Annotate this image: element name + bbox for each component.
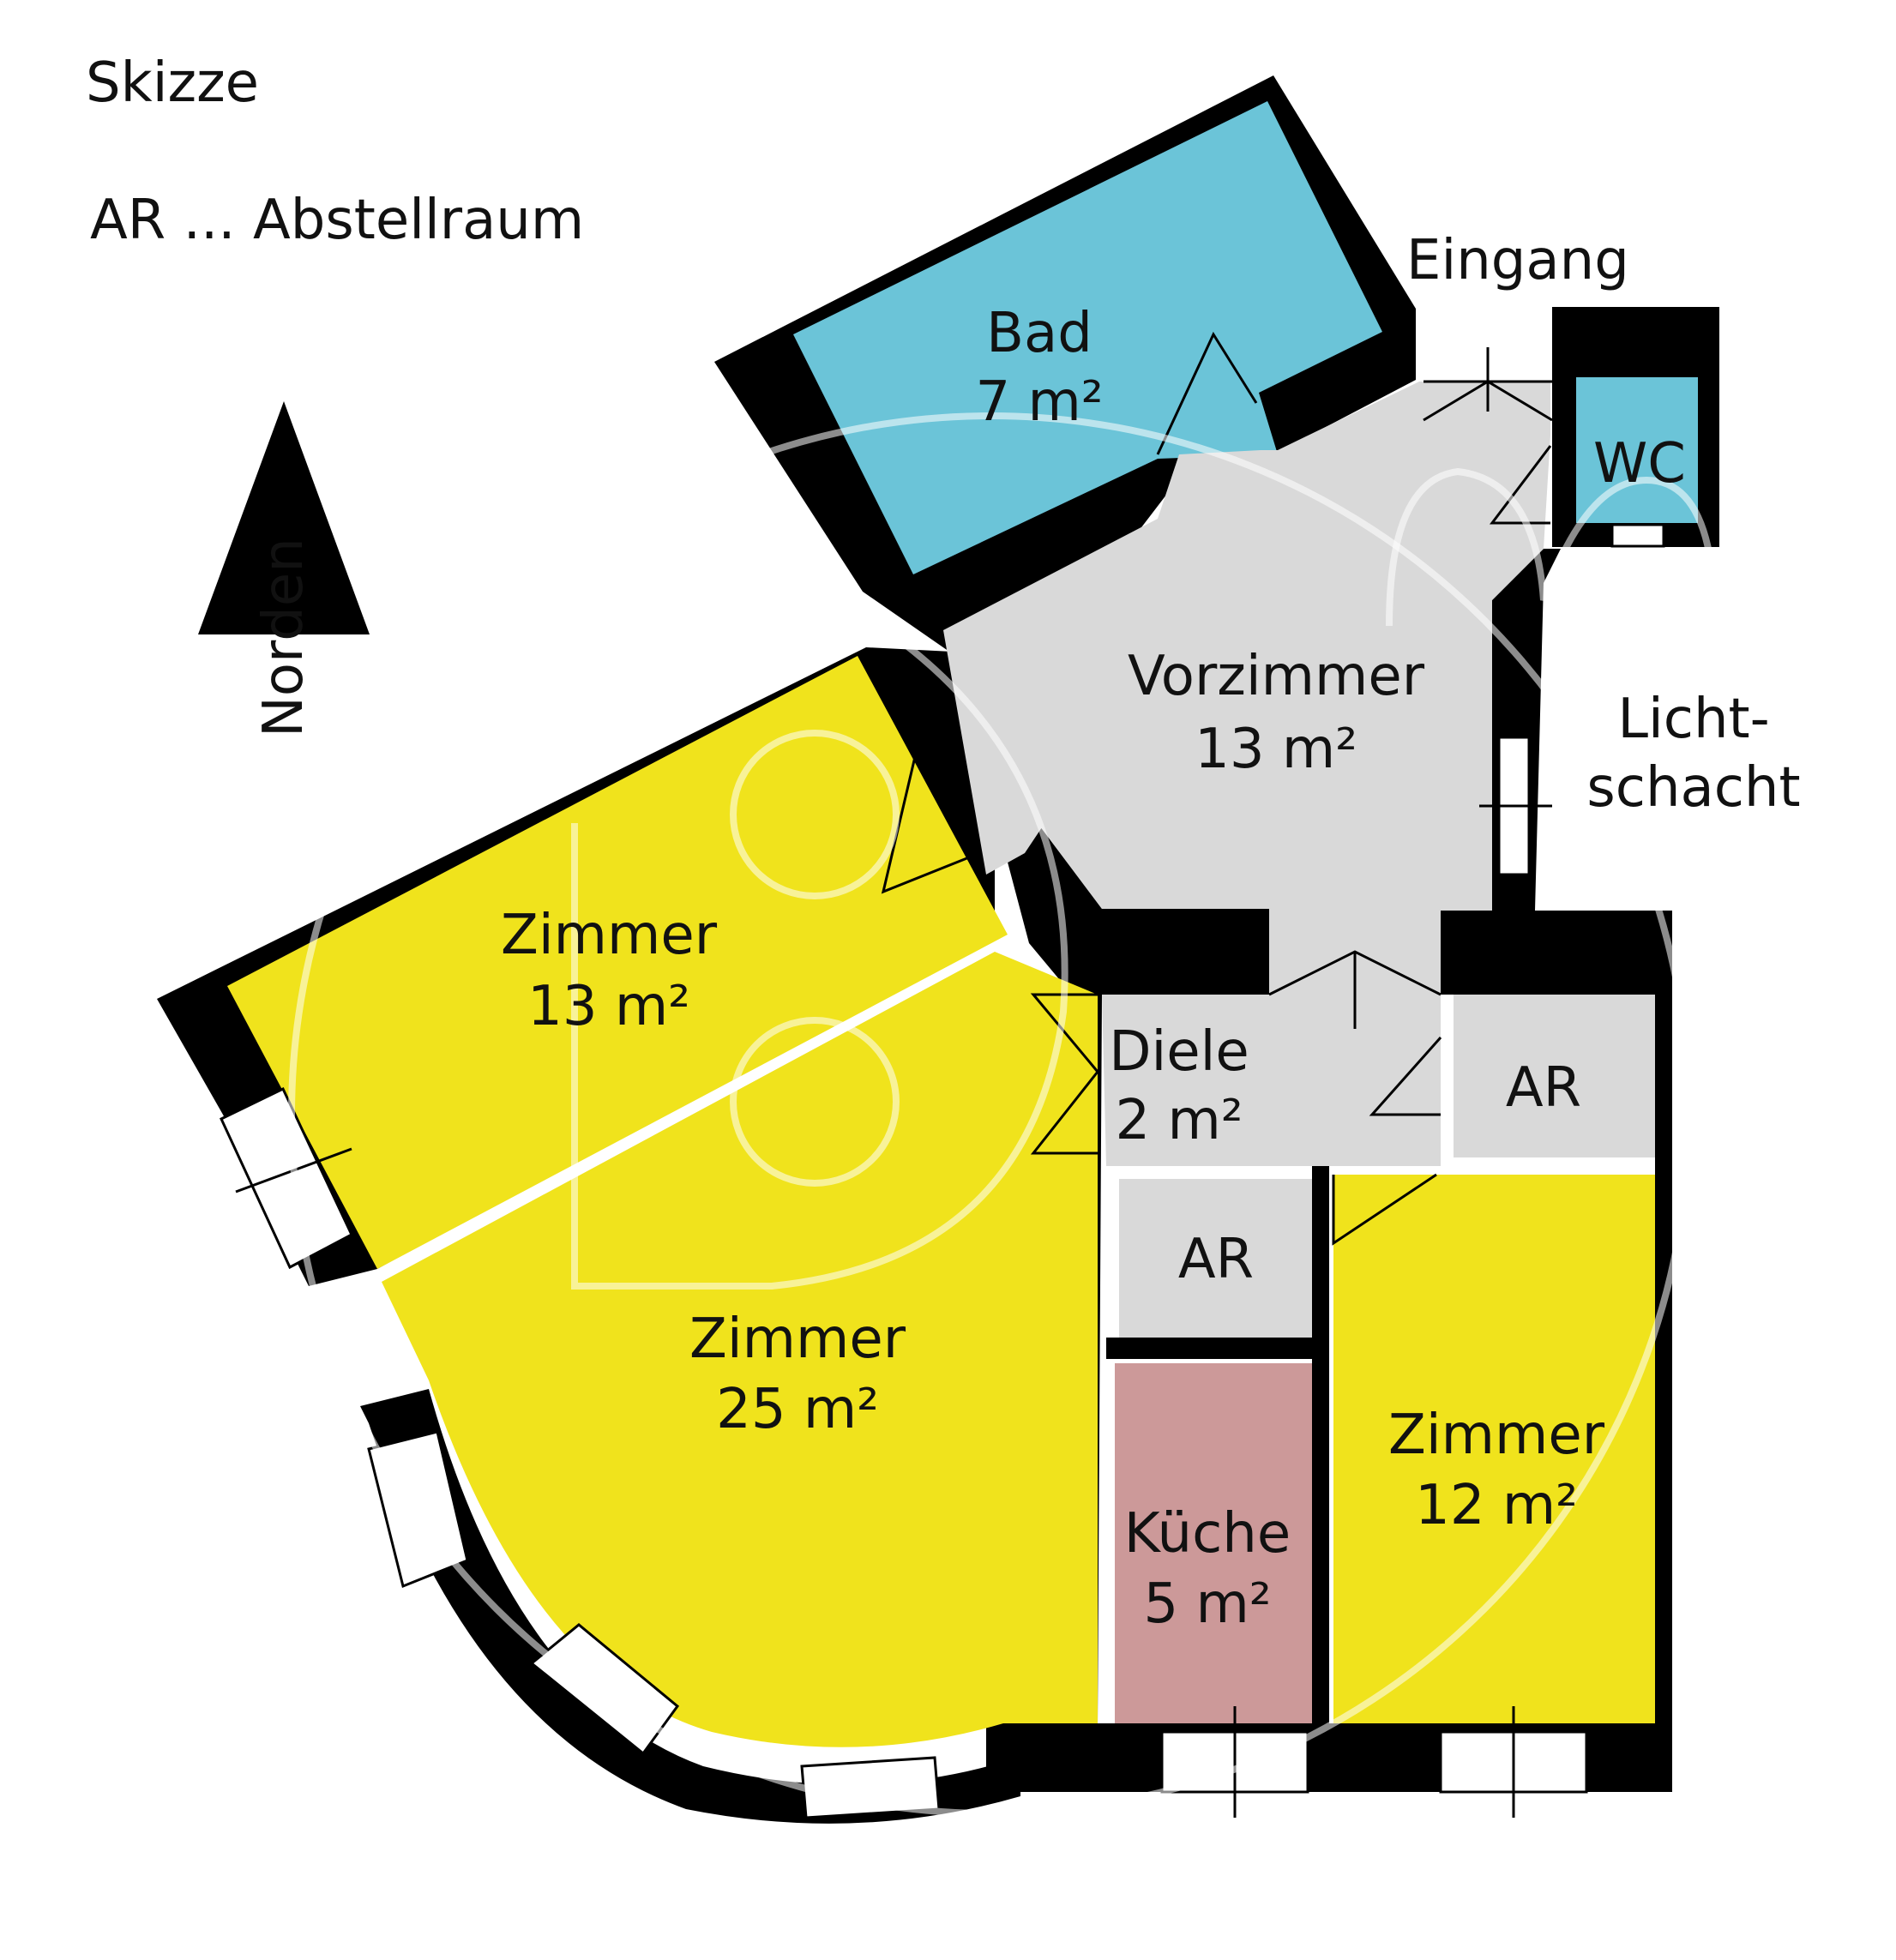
room-zimmer-w xyxy=(382,952,1098,1747)
door-zimmer-se xyxy=(1332,1173,1437,1246)
room-label-vorzimmer: Vorzimmer xyxy=(1128,645,1425,708)
wall-central xyxy=(952,652,1269,1723)
room-label-bad: Bad xyxy=(986,302,1092,365)
room-label-zimmer-w: Zimmer xyxy=(689,1308,906,1371)
room-label-ar-1: AR xyxy=(1178,1228,1254,1291)
room-label-ar-2: AR xyxy=(1506,1056,1581,1120)
room-kueche xyxy=(1115,1363,1312,1723)
legend-abbreviation: AR ... Abstellraum xyxy=(90,189,584,252)
door-ar-2 xyxy=(1369,1037,1442,1116)
doors xyxy=(881,331,1553,1246)
windows xyxy=(220,523,1665,1819)
wall-east-upper xyxy=(1436,911,1672,995)
room-area-kueche: 5 m² xyxy=(1143,1572,1271,1636)
room-diele xyxy=(1102,995,1441,1166)
room-area-bad: 7 m² xyxy=(975,370,1103,434)
lightwell-label-1: Licht- xyxy=(1617,688,1769,751)
door-zimmer-nw xyxy=(881,745,970,894)
door-wc xyxy=(1489,445,1552,525)
door-bad xyxy=(1156,331,1258,455)
window-wc xyxy=(1610,523,1665,548)
watermark-logo xyxy=(288,412,1718,1817)
room-label-diele: Diele xyxy=(1109,1020,1249,1084)
wall-ar-south xyxy=(1106,1338,1321,1359)
north-arrow-icon xyxy=(198,401,370,634)
room-area-zimmer-se: 12 m² xyxy=(1415,1474,1578,1537)
room-area-diele: 2 m² xyxy=(1115,1089,1243,1152)
wall-east xyxy=(1655,911,1672,1792)
room-label-zimmer-nw: Zimmer xyxy=(501,904,718,967)
window-nw-west xyxy=(220,1086,353,1270)
door-diele-west xyxy=(1030,993,1099,1073)
room-ar-2 xyxy=(1454,995,1655,1157)
room-label-wc: WC xyxy=(1593,432,1686,496)
lightwell-label-2: schacht xyxy=(1586,756,1800,820)
room-wc xyxy=(1576,377,1698,523)
room-bad xyxy=(793,101,1382,574)
legend-title: Skizze xyxy=(86,51,259,115)
room-area-zimmer-w: 25 m² xyxy=(716,1378,879,1441)
north-label: Norden xyxy=(252,538,316,737)
room-area-zimmer-nw: 13 m² xyxy=(527,975,690,1038)
door-diele-west-2 xyxy=(1030,1071,1099,1155)
wall-ar-east xyxy=(1312,1166,1329,1346)
room-label-zimmer-se: Zimmer xyxy=(1388,1404,1605,1467)
room-label-kueche: Küche xyxy=(1124,1502,1291,1566)
room-area-vorzimmer: 13 m² xyxy=(1195,718,1357,781)
room-zimmer-nw xyxy=(227,656,1008,1269)
entrance-label: Eingang xyxy=(1406,229,1629,292)
room-ar-1 xyxy=(1119,1179,1312,1338)
